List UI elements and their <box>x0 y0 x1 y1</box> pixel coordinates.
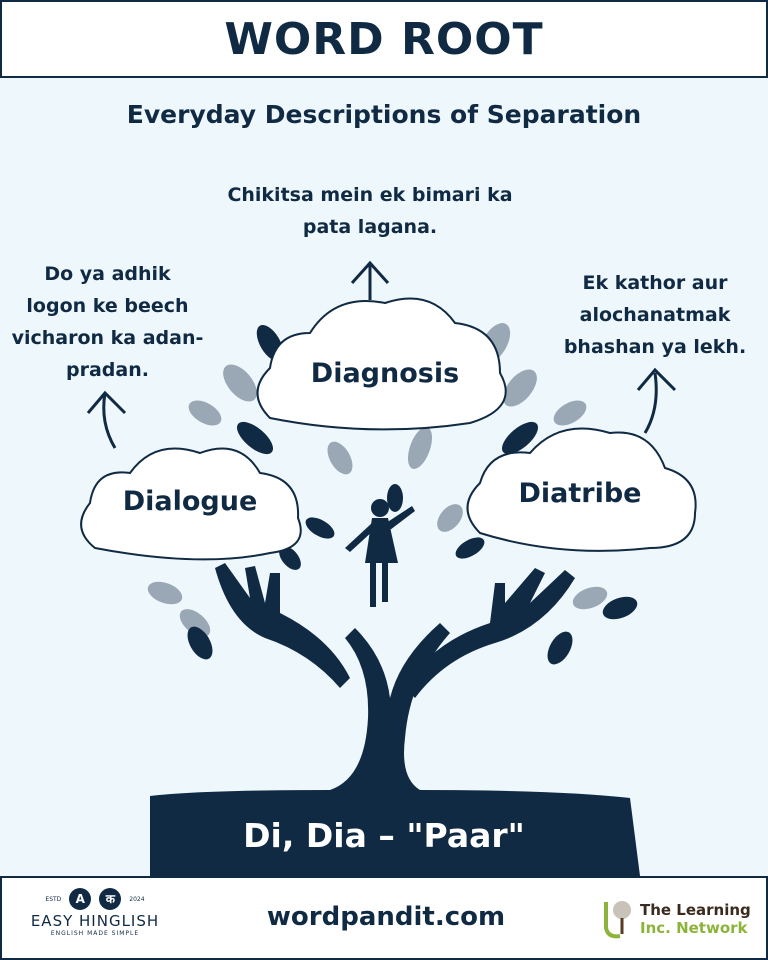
footer: ESTD A क 2024 EASY HINGLISH ENGLISH MADE… <box>0 876 768 960</box>
word-diatribe: Diatribe <box>518 478 642 509</box>
diatribe-meaning: Ek kathor aur alochanatmak bhashan ya le… <box>545 267 765 363</box>
left-hand <box>215 563 350 688</box>
cloud-diatribe <box>466 427 697 552</box>
site-link[interactable]: wordpandit.com <box>266 902 506 932</box>
meaning-line: pradan. <box>66 359 149 381</box>
cloud-dialogue <box>80 447 302 561</box>
arrow-up-icon <box>86 390 127 449</box>
word-diagnosis: Diagnosis <box>310 358 460 389</box>
right-hand <box>405 568 575 698</box>
tree-illustration <box>80 260 697 876</box>
header: WORD ROOT <box>0 0 768 78</box>
arrows <box>86 260 677 449</box>
meaning-line: pata lagana. <box>302 216 438 238</box>
meaning-line: logon ke beech <box>26 295 189 317</box>
tree-trunk <box>150 623 640 876</box>
meaning-line: vicharon ka adan- <box>11 327 204 349</box>
estd-label: ESTD <box>45 895 62 903</box>
brand-name: EASY HINGLISH <box>30 912 160 930</box>
year-label: 2024 <box>129 895 145 903</box>
speech-bubble-ka-icon: क <box>99 888 122 910</box>
brand-tagline: ENGLISH MADE SIMPLE <box>50 930 140 937</box>
word-root: Di, Dia – "Paar" <box>243 816 525 855</box>
learning-line2: Inc. Network <box>640 919 748 937</box>
page-title: WORD ROOT <box>224 13 544 65</box>
easy-hinglish-logo: ESTD A क 2024 EASY HINGLISH ENGLISH MADE… <box>30 888 160 937</box>
tree-logo-icon <box>604 901 631 939</box>
learning-network-logo: The Learning Inc. Network <box>602 898 751 940</box>
word-dialogue: Dialogue <box>122 486 258 517</box>
dialogue-meaning: Do ya adhik logon ke beech vicharon ka a… <box>0 258 215 386</box>
arrow-up-icon <box>350 260 390 300</box>
meaning-line: Do ya adhik <box>44 263 171 285</box>
girl-silhouette <box>345 499 415 607</box>
meaning-line: Ek kathor aur <box>582 272 728 294</box>
meaning-line: Chikitsa mein ek bimari ka <box>227 184 513 206</box>
infographic: Everyday Descriptions of Separation <box>0 78 768 876</box>
leaves <box>147 323 608 637</box>
arrow-up-icon <box>636 367 677 434</box>
subtitle: Everyday Descriptions of Separation <box>126 100 642 129</box>
speech-bubble-a-icon: A <box>69 888 92 910</box>
learning-line1: The Learning <box>640 901 751 919</box>
meaning-line: bhashan ya lekh. <box>563 336 747 358</box>
clouds <box>80 297 697 561</box>
cloud-diagnosis <box>256 297 507 431</box>
meaning-line: alochanatmak <box>579 304 731 326</box>
diagnosis-meaning: Chikitsa mein ek bimari ka pata lagana. <box>190 179 550 243</box>
